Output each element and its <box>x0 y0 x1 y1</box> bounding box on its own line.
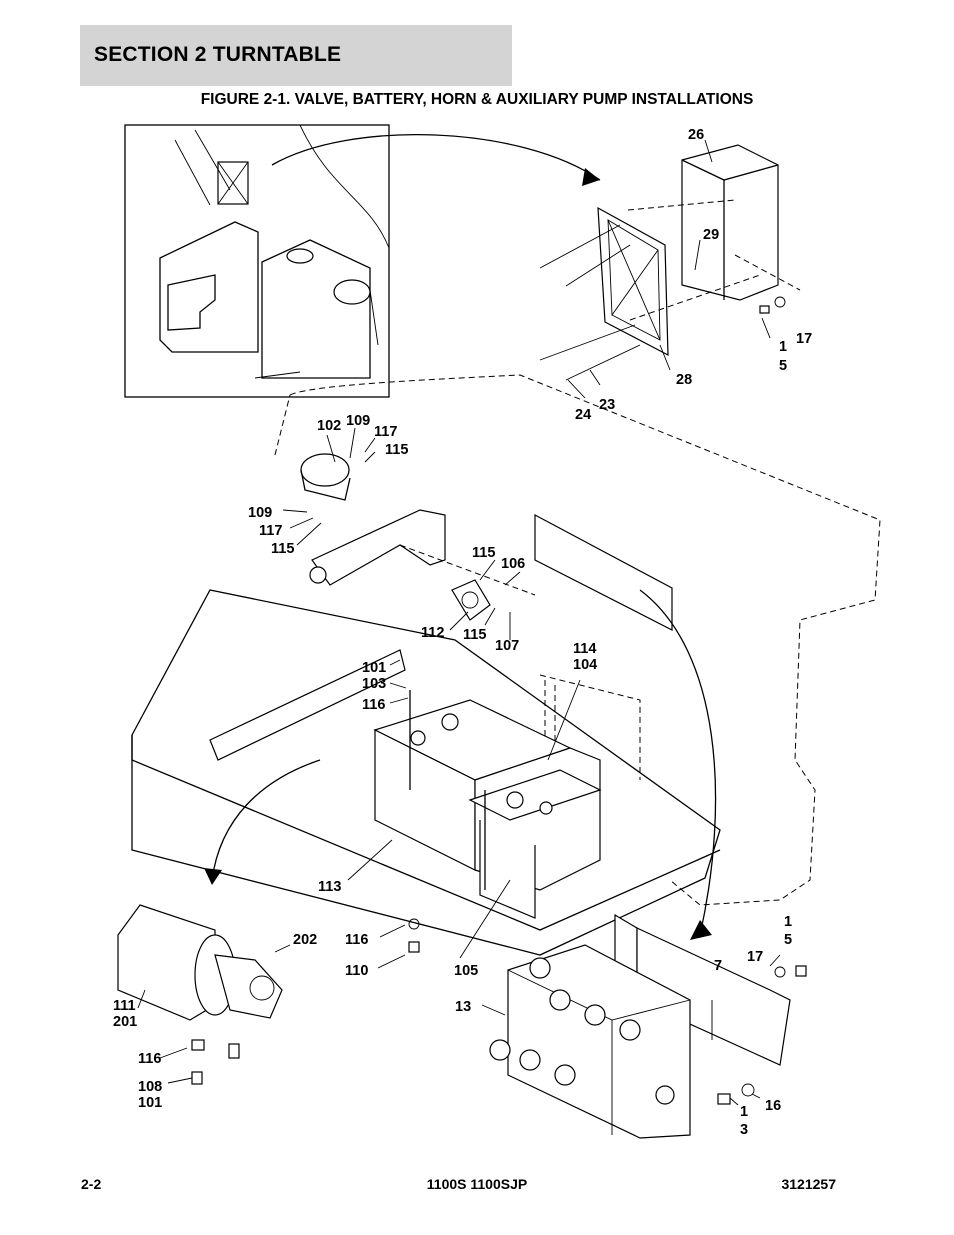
callout-111: 111 <box>113 998 136 1014</box>
callout-28: 28 <box>676 372 692 388</box>
callout-23: 23 <box>599 397 615 413</box>
callout-114: 114 <box>573 641 596 657</box>
callout-101: 101 <box>362 660 386 676</box>
callout-116: 116 <box>345 932 368 948</box>
callout-108: 108 <box>138 1079 162 1095</box>
callout-105: 105 <box>454 963 478 979</box>
callout-113: 113 <box>318 879 341 895</box>
callout-107: 107 <box>495 638 519 654</box>
callout-7: 7 <box>714 958 722 974</box>
valve-mounting-box <box>539 144 801 381</box>
callout-116: 116 <box>138 1051 161 1067</box>
model-number: 1100S 1100SJP <box>426 1176 528 1192</box>
callout-26: 26 <box>688 127 704 143</box>
leader-lines <box>137 139 781 1106</box>
callout-labels: 26 29 17 1 5 28 23 24 102 109 117 115 10… <box>113 127 812 1138</box>
callout-1: 1 <box>784 914 792 930</box>
callout-1: 1 <box>779 339 787 355</box>
section-header-bar: SECTION 2 TURNTABLE <box>80 25 512 86</box>
battery-tray <box>131 589 721 956</box>
solenoid <box>451 579 491 621</box>
callout-115: 115 <box>463 627 486 643</box>
callout-102: 102 <box>317 418 341 434</box>
callout-13: 13 <box>455 999 471 1015</box>
callout-117: 117 <box>259 523 282 539</box>
callout-1: 1 <box>740 1104 748 1120</box>
control-valve <box>489 913 807 1139</box>
callout-101: 101 <box>138 1095 162 1111</box>
auxiliary-pump <box>117 904 283 1085</box>
callout-201: 201 <box>113 1014 137 1030</box>
callout-104: 104 <box>573 657 597 673</box>
inset-view <box>124 124 390 398</box>
horn-assembly <box>300 453 673 631</box>
lower-hardware <box>408 918 420 953</box>
callout-109: 109 <box>346 413 370 429</box>
callout-3: 3 <box>740 1122 748 1138</box>
callout-5: 5 <box>779 358 787 374</box>
page-number: 2-2 <box>81 1176 102 1192</box>
document-number: 3121257 <box>781 1176 836 1192</box>
figure-title: FIGURE 2-1. VALVE, BATTERY, HORN & AUXIL… <box>200 91 754 108</box>
callout-106: 106 <box>501 556 525 572</box>
callout-117: 117 <box>374 424 397 440</box>
callout-110: 110 <box>345 963 368 979</box>
callout-5: 5 <box>784 932 792 948</box>
callout-24: 24 <box>575 407 591 423</box>
callout-29: 29 <box>703 227 719 243</box>
callout-116: 116 <box>362 697 385 713</box>
callout-16: 16 <box>765 1098 781 1114</box>
callout-115: 115 <box>271 541 294 557</box>
callout-115: 115 <box>385 442 408 458</box>
callout-17: 17 <box>796 331 812 347</box>
callout-115: 115 <box>472 545 495 561</box>
section-title: SECTION 2 TURNTABLE <box>94 43 342 66</box>
callout-202: 202 <box>293 932 317 948</box>
callout-103: 103 <box>362 676 386 692</box>
callout-17: 17 <box>747 949 763 965</box>
callout-112: 112 <box>421 625 444 641</box>
callout-109: 109 <box>248 505 272 521</box>
